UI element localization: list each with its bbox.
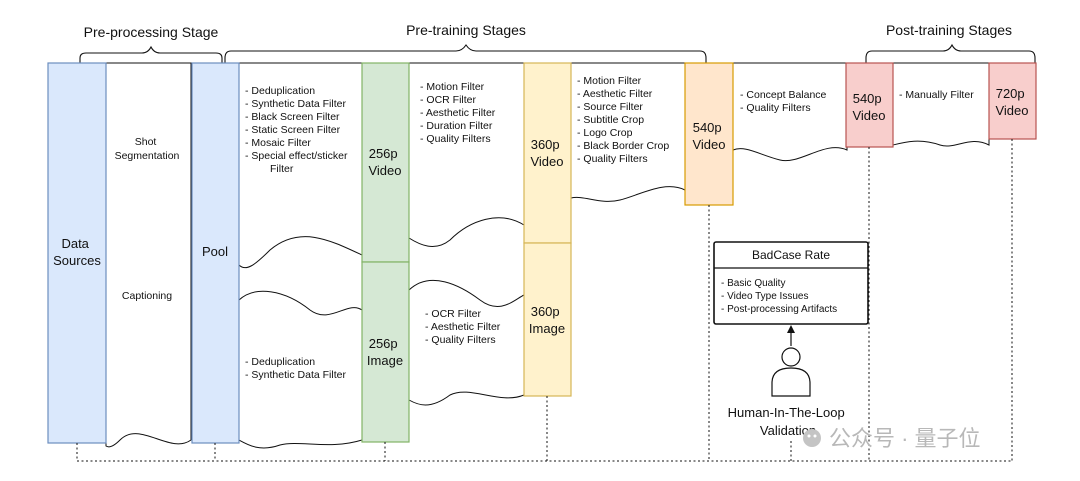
bar-540p-video-pre — [684, 62, 734, 206]
wechat-icon — [803, 429, 821, 447]
filters-post-540p: - Concept Balance - Quality Filters — [740, 89, 829, 114]
label-360p-video: 360p Video — [530, 137, 563, 169]
label-720p-video: 720p Video — [995, 86, 1028, 118]
bar-720p-video — [988, 62, 1037, 140]
bar-540p-video-post — [845, 62, 894, 148]
label-540p-video-post: 540p Video — [852, 91, 885, 123]
region-shot-captioning — [105, 62, 192, 448]
bar-256p-image — [361, 261, 410, 443]
label-540p-video-pre: 540p Video — [692, 120, 725, 152]
watermark-text: 公众号 · 量子位 — [829, 426, 981, 451]
filters-to-360p-image: - OCR Filter - Aesthetic Filter - Qualit… — [425, 308, 503, 346]
filters-to-540p-video: - Motion Filter - Aesthetic Filter - Sou… — [577, 75, 672, 165]
arrowhead-icon — [787, 325, 795, 333]
region-pool-256p-video — [238, 62, 363, 269]
filters-pool-to-256p-image: - Deduplication - Synthetic Data Filter — [245, 356, 346, 381]
watermark: 公众号 · 量子位 — [803, 426, 981, 451]
hitl-label: Human-In-The-Loop Validation — [728, 405, 849, 438]
bar-360p-video — [523, 62, 572, 244]
badcase-title: BadCase Rate — [752, 248, 830, 262]
brace-pretraining — [224, 44, 707, 63]
dotted-connectors — [76, 139, 1013, 462]
label-data-sources: Data Sources — [53, 236, 101, 268]
stage-title-pretraining: Pre-training Stages — [406, 22, 526, 38]
label-360p-image: 360p Image — [529, 304, 565, 336]
label-256p-image: 256p Image — [367, 336, 403, 368]
brace-preprocessing — [79, 45, 223, 63]
person-icon — [771, 347, 811, 397]
badcase-box: BadCase Rate - Basic Quality - Video Typ… — [713, 241, 869, 325]
bar-360p-image — [523, 242, 572, 397]
region-post-540p — [732, 62, 848, 162]
filters-post-720p: - Manually Filter — [899, 89, 974, 101]
filters-pool-to-256p-video: - Deduplication - Synthetic Data Filter … — [245, 85, 350, 175]
label-shot-segmentation: Shot Segmentation — [115, 136, 180, 162]
filters-to-360p-video: - Motion Filter - OCR Filter - Aesthetic… — [420, 81, 498, 145]
region-post-720p — [892, 62, 990, 147]
stage-title-preprocessing: Pre-processing Stage — [84, 24, 219, 40]
brace-posttraining — [865, 43, 1036, 63]
label-256p-video: 256p Video — [368, 146, 401, 178]
label-captioning: Captioning — [122, 290, 172, 302]
label-pool: Pool — [202, 244, 228, 259]
region-to-540p-video — [570, 62, 686, 202]
badcase-items: - Basic Quality - Video Type Issues - Po… — [721, 278, 837, 315]
stage-title-posttraining: Post-training Stages — [886, 22, 1012, 38]
region-to-360p-video — [408, 62, 525, 247]
